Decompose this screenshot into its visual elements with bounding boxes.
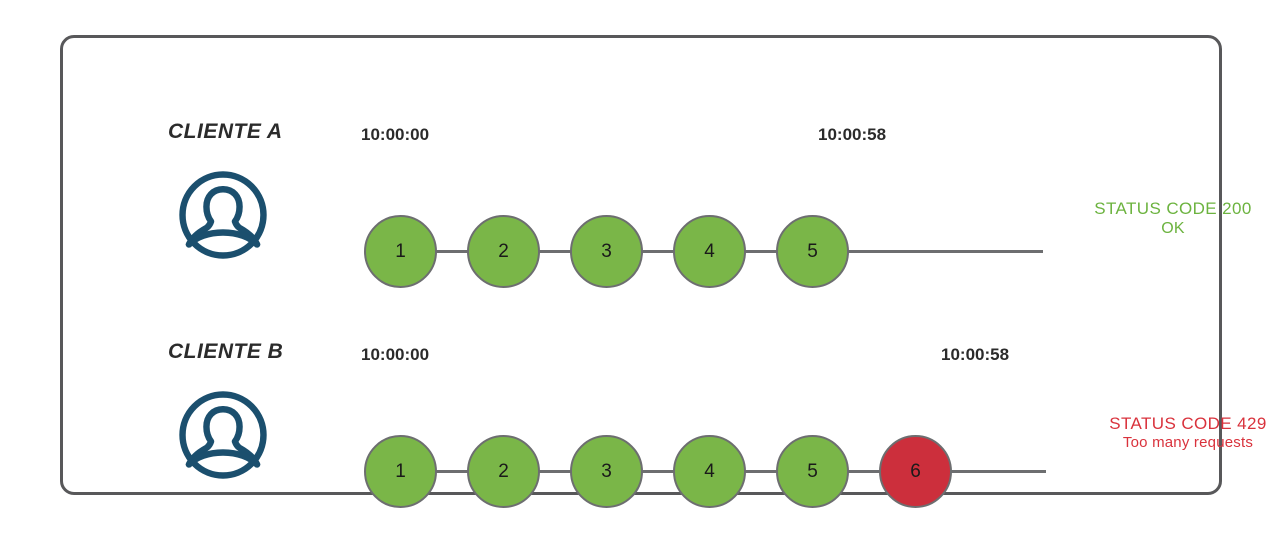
timestamp-end-b: 10:00:58	[941, 345, 1010, 364]
request-node: 6	[879, 435, 952, 508]
status-message-a: OK	[1161, 220, 1185, 238]
chain-tail-line	[843, 250, 1043, 253]
chain-connector	[431, 250, 473, 253]
chain-tail-line	[946, 470, 1046, 473]
request-node: 2	[467, 435, 540, 508]
client-b-label: CLIENTE B	[168, 340, 284, 363]
chain-connector	[637, 250, 679, 253]
request-node: 4	[673, 435, 746, 508]
status-badge-a: STATUS CODE 200 OK	[1087, 198, 1259, 239]
request-node: 3	[570, 215, 643, 288]
chain-connector	[843, 470, 885, 473]
timestamp-start-b: 10:00:00	[361, 345, 430, 364]
status-badge-b: STATUS CODE 429 Too many requests	[1091, 413, 1280, 453]
request-node: 2	[467, 215, 540, 288]
user-avatar-icon	[177, 389, 269, 481]
status-code-a: STATUS CODE 200	[1094, 199, 1252, 218]
request-node: 5	[776, 435, 849, 508]
user-avatar-icon	[177, 169, 269, 261]
request-node: 1	[364, 435, 437, 508]
chain-connector	[637, 470, 679, 473]
chain-connector	[740, 250, 782, 253]
chain-connector	[740, 470, 782, 473]
chain-connector	[534, 470, 576, 473]
request-node: 3	[570, 435, 643, 508]
request-node: 4	[673, 215, 746, 288]
status-code-b: STATUS CODE 429	[1109, 414, 1267, 433]
client-a-label: CLIENTE A	[168, 120, 283, 143]
timestamp-start-a: 10:00:00	[361, 125, 430, 144]
request-node: 5	[776, 215, 849, 288]
timestamp-end-a: 10:00:58	[818, 125, 887, 144]
request-node: 1	[364, 215, 437, 288]
chain-connector	[534, 250, 576, 253]
status-message-b: Too many requests	[1122, 434, 1254, 452]
chain-connector	[431, 470, 473, 473]
